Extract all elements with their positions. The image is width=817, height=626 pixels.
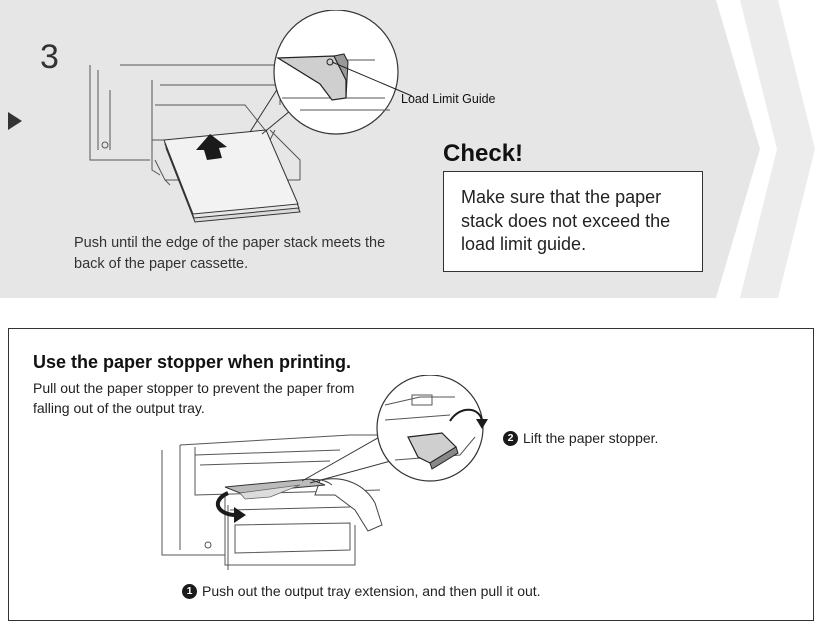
step-panel: 3 [0,0,817,298]
check-box: Make sure that the paper stack does not … [443,171,703,272]
paper-stopper-description: Pull out the paper stopper to prevent th… [33,380,355,416]
push-tray-note: 1 Push out the output tray extension, an… [182,583,541,599]
push-tray-text: Push out the output tray extension, and … [202,583,541,599]
step-two-marker: 2 [503,430,518,446]
check-heading: Check! [443,140,524,167]
step-caption: Push until the edge of the paper stack m… [74,235,386,272]
check-text: Make sure that the paper stack does not … [461,187,671,254]
paper-cassette-illustration [89,10,413,223]
load-limit-guide-label: Load Limit Guide [401,92,496,106]
paper-stopper-illustration [161,375,488,570]
lift-stopper-note: 2 Lift the paper stopper. [503,430,658,446]
step-number: 3 [40,38,59,76]
paper-stopper-title: Use the paper stopper when printing. [33,352,352,372]
lift-stopper-text: Lift the paper stopper. [523,430,659,446]
play-triangle-icon [8,112,22,130]
curved-arrow-icon [215,491,237,517]
step-one-marker: 1 [182,583,197,599]
